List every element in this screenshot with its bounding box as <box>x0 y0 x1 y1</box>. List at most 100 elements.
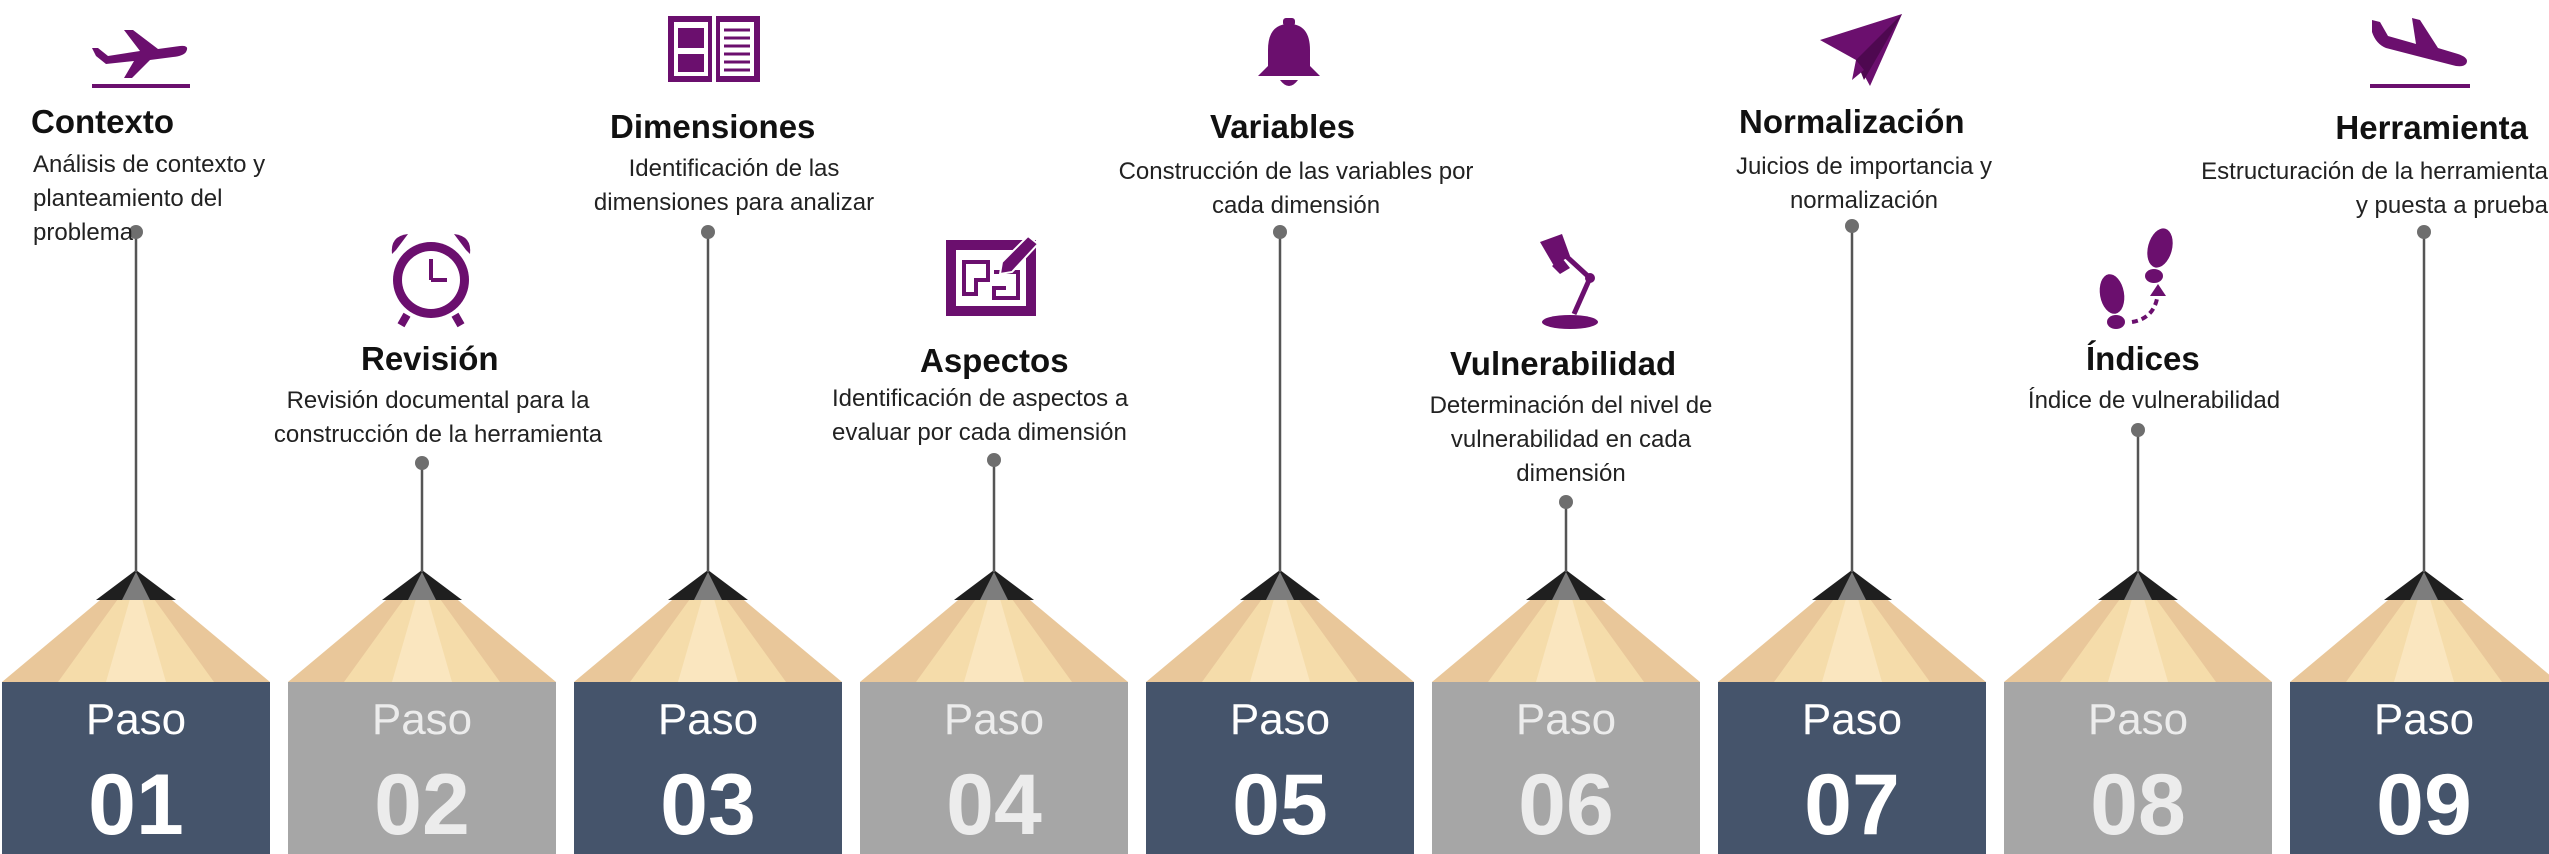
step-06: Paso 06 Vulnerabilidad Determinación del… <box>1430 0 1715 854</box>
step-03: Paso 03 Dimensiones Identificación de la… <box>572 0 874 854</box>
paper-plane-icon <box>1820 14 1902 86</box>
bell-icon <box>1258 18 1320 86</box>
paso-box: Paso 05 <box>1146 682 1414 854</box>
step-description: Estructuración de la herramienta y puest… <box>2201 158 2548 220</box>
pencil-lead-shine <box>980 572 1008 600</box>
blueprint-pencil-icon <box>946 234 1040 316</box>
paso-label: Paso <box>1515 695 1617 744</box>
connector-dot <box>415 456 429 470</box>
step-description: Análisis de contexto y planteamiento del… <box>33 151 266 247</box>
pencil-wood-center <box>106 578 166 682</box>
paso-label: Paso <box>2373 695 2475 744</box>
connector-dot <box>1559 495 1573 509</box>
step-title: Revisión <box>361 340 499 377</box>
step-description: Determinación del nivel de vulnerabilida… <box>1429 392 1713 488</box>
paso-box: Paso 06 <box>1432 682 1700 854</box>
connector-dot <box>129 225 143 239</box>
paso-number: 06 <box>1518 757 1614 853</box>
step-07: Paso 07 Normalización Juicios de importa… <box>1716 0 2001 854</box>
pencil-wood-center <box>392 578 452 682</box>
pencil-tip-graphic <box>2 225 270 682</box>
paso-label: Paso <box>85 695 187 744</box>
paso-box: Paso 09 <box>2290 682 2549 854</box>
airplane-landing-icon <box>2370 18 2470 88</box>
paso-box: Paso 02 <box>288 682 556 854</box>
pencil-wood-center <box>2394 578 2454 682</box>
paso-number: 08 <box>2090 757 2186 853</box>
step-02: Paso 02 Revisión Revisión documental par… <box>274 0 602 854</box>
desk-lamp-icon <box>1540 234 1598 329</box>
paso-label: Paso <box>2087 695 2189 744</box>
paso-label: Paso <box>1229 695 1331 744</box>
pencil-lead-shine <box>1838 572 1866 600</box>
pencil-lead-shine <box>122 572 150 600</box>
paso-box: Paso 07 <box>1718 682 1986 854</box>
connector-dot <box>987 453 1001 467</box>
pencil-wood-center <box>964 578 1024 682</box>
pencil-lead-shine <box>2124 572 2152 600</box>
paso-number: 05 <box>1232 757 1328 853</box>
step-title: Herramienta <box>2335 109 2528 146</box>
step-description: Construcción de las variables por cada d… <box>1118 158 1474 220</box>
paso-number: 01 <box>88 757 184 853</box>
connector-dot <box>1273 225 1287 239</box>
footsteps-icon <box>2099 228 2173 329</box>
pencil-tip-graphic <box>2290 225 2549 682</box>
paso-number: 09 <box>2376 757 2472 853</box>
step-01: Paso 01 Contexto Análisis de contexto y … <box>0 0 285 854</box>
paso-number: 03 <box>660 757 756 853</box>
step-description: Revisión documental para la construcción… <box>273 387 603 449</box>
paso-number: 07 <box>1804 757 1900 853</box>
pencil-wood-center <box>1822 578 1882 682</box>
paso-box: Paso 03 <box>574 682 842 854</box>
alarm-clock-icon <box>391 234 471 328</box>
paso-number: 04 <box>946 757 1042 853</box>
open-book-icon <box>668 16 760 82</box>
pencil-wood-center <box>1536 578 1596 682</box>
connector-dot <box>1845 219 1859 233</box>
paso-label: Paso <box>1801 695 1903 744</box>
step-description: Identificación de las dimensiones para a… <box>593 155 875 217</box>
paso-box: Paso 08 <box>2004 682 2272 854</box>
step-description: Juicios de importancia y normalización <box>1735 153 1993 215</box>
pencil-lead-shine <box>1266 572 1294 600</box>
pencil-lead-shine <box>408 572 436 600</box>
step-description: Identificación de aspectos a evaluar por… <box>832 385 1129 447</box>
pencil-wood-center <box>1250 578 1310 682</box>
paso-label: Paso <box>371 695 473 744</box>
pencil-wood-center <box>678 578 738 682</box>
airplane-takeoff-icon <box>92 30 190 88</box>
pencil-lead-shine <box>694 572 722 600</box>
step-title: Contexto <box>31 103 174 140</box>
step-title: Índices <box>2086 340 2200 377</box>
paso-box: Paso 01 <box>2 682 270 854</box>
step-05: Paso 05 Variables Construcción de las va… <box>1119 0 1473 854</box>
step-title: Normalización <box>1739 103 1965 140</box>
pencil-lead-shine <box>2410 572 2438 600</box>
pencil-tip-graphic <box>860 453 1128 682</box>
step-description: Índice de vulnerabilidad <box>2027 387 2281 414</box>
pencil-tip-graphic <box>574 225 842 682</box>
step-08: Paso 08 Índices Índice de vulnerabilidad <box>2002 0 2287 854</box>
pencil-tip-graphic <box>288 456 556 682</box>
step-title: Variables <box>1210 108 1355 145</box>
pencil-wood-center <box>2108 578 2168 682</box>
pencil-tip-graphic <box>2004 423 2272 682</box>
connector-dot <box>701 225 715 239</box>
paso-number: 02 <box>374 757 470 853</box>
step-09: Paso 09 Herramienta Estructuración de la… <box>2201 0 2549 854</box>
paso-box: Paso 04 <box>860 682 1128 854</box>
pencil-lead-shine <box>1552 572 1580 600</box>
pencil-tip-graphic <box>1718 219 1986 682</box>
pencil-tip-graphic <box>1146 225 1414 682</box>
step-title: Dimensiones <box>610 108 816 145</box>
step-title: Vulnerabilidad <box>1450 345 1677 382</box>
step-04: Paso 04 Aspectos Identificación de aspec… <box>832 0 1143 854</box>
paso-label: Paso <box>943 695 1045 744</box>
pencil-tip-graphic <box>1432 495 1700 682</box>
step-title: Aspectos <box>920 342 1069 379</box>
connector-dot <box>2131 423 2145 437</box>
connector-dot <box>2417 225 2431 239</box>
paso-label: Paso <box>657 695 759 744</box>
